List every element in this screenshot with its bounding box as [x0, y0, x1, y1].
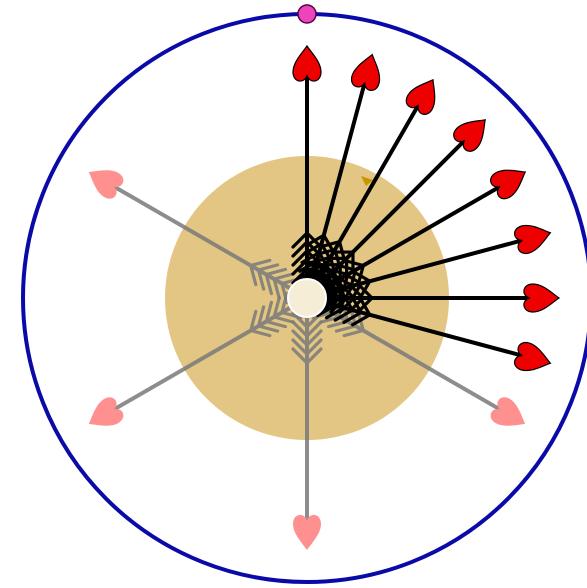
- heart-icon: [82, 394, 126, 436]
- heart-icon: [488, 160, 532, 202]
- heart-icon: [488, 394, 532, 436]
- heart-icon: [513, 219, 554, 255]
- heart-icon: [403, 73, 445, 117]
- heart-icon: [293, 46, 321, 81]
- heart-icon: [82, 160, 126, 202]
- center-hole: [288, 279, 326, 317]
- heart-icon: [350, 51, 386, 92]
- heart-icon: [513, 341, 554, 377]
- dot-icon[interactable]: [298, 5, 316, 23]
- heart-icon: [524, 284, 559, 312]
